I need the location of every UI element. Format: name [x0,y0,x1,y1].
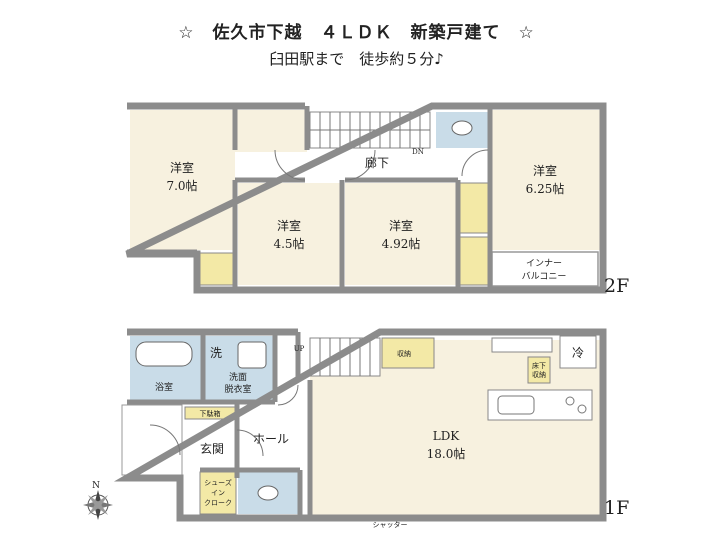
page-title: ☆ 佐久市下越 ４ＬＤＫ 新築戸建て ☆ [178,23,535,43]
room-ldk-size: 18.0帖 [427,446,466,461]
stair-dn-label: DN [412,148,424,156]
inner-walls-2f [127,106,493,290]
toilet-icon [451,120,473,136]
shutter-label: シャッター [373,520,408,529]
inner-walls-1f [127,332,313,518]
room-western-6-25-name: 洋室 [533,163,557,178]
closet-2f-c [459,236,489,286]
storage-label: 収納 [397,349,411,358]
room-western-4-5-size: 4.5帖 [273,236,304,251]
door-1f-wash [277,384,299,406]
outer-wall-1f [113,328,607,522]
shoe-closet-label-1: シューズ [204,478,232,487]
sink-icon [497,395,535,415]
shoe-closet-label-3: クローク [204,499,232,507]
floor-label-2f: 2F [604,275,629,297]
door-2f-b [344,149,376,181]
room-western-7-name: 洋室 [170,160,194,175]
closet-2f-b [459,182,489,234]
page-subtitle: 臼田駅まで 徒歩約５分♪ [269,50,444,68]
washer-label: 洗 [210,346,222,360]
bathroom-label: 浴室 [155,381,173,393]
under-floor-storage-label-2: 収納 [532,370,546,379]
floor-1f-plan: LDK 18.0帖 ホール 玄関 浴室 洗面 脱衣室 洗 冷 収納 床下 収納 … [113,328,629,529]
room-western-4-92-size: 4.92帖 [382,236,421,251]
room-western-7-size: 7.0帖 [166,178,197,193]
shoe-rack-label: 下駄箱 [200,409,221,418]
entrance-label: 玄関 [200,441,224,456]
under-floor-storage-label-1: 床下 [532,361,546,370]
fridge-space [559,335,597,369]
floor-label-1f: 1F [604,497,629,519]
floor-2f-plan: 洋室 7.0帖 洋室 4.5帖 洋室 4.92帖 洋室 6.25帖 廊下 DN … [125,102,629,297]
room-western-4-5 [238,183,340,285]
stair-up-label: UP [294,345,305,353]
fridge-label: 冷 [572,346,584,360]
door-2f-a [274,149,306,181]
front-door [149,424,181,456]
shoe-closet-label-2: イン [211,489,225,497]
hallway-label: 廊下 [365,155,389,170]
storage-1f [381,337,435,369]
stove-icon [565,396,575,406]
washroom-label-2: 脱衣室 [224,383,251,395]
toilet-icon-1f [257,485,279,501]
room-western-6-25-size: 6.25帖 [526,181,565,196]
under-floor-storage [527,356,551,384]
wash-basin-icon [237,341,267,369]
kitchen-shelf [491,337,553,353]
door-1f-hall [236,429,264,457]
washroom-label-1: 洗面 [229,371,247,383]
room-ldk-name: LDK [433,429,461,443]
room-western-4-92-name: 洋室 [389,218,413,233]
compass-icon [83,490,113,520]
door-2f-c [461,149,489,177]
room-western-4-5-name: 洋室 [277,218,301,233]
closet-2f-a [199,252,237,286]
room-western-6-25 [492,110,600,250]
inner-balcony-label-2: バルコニー [522,271,567,282]
hall-label: ホール [253,432,289,446]
bathtub-icon [135,341,193,367]
closet-shelf [235,110,307,152]
compass-north-label: N [92,481,100,491]
inner-balcony-label-1: インナー [526,258,562,269]
room-western-4-92 [345,183,457,285]
